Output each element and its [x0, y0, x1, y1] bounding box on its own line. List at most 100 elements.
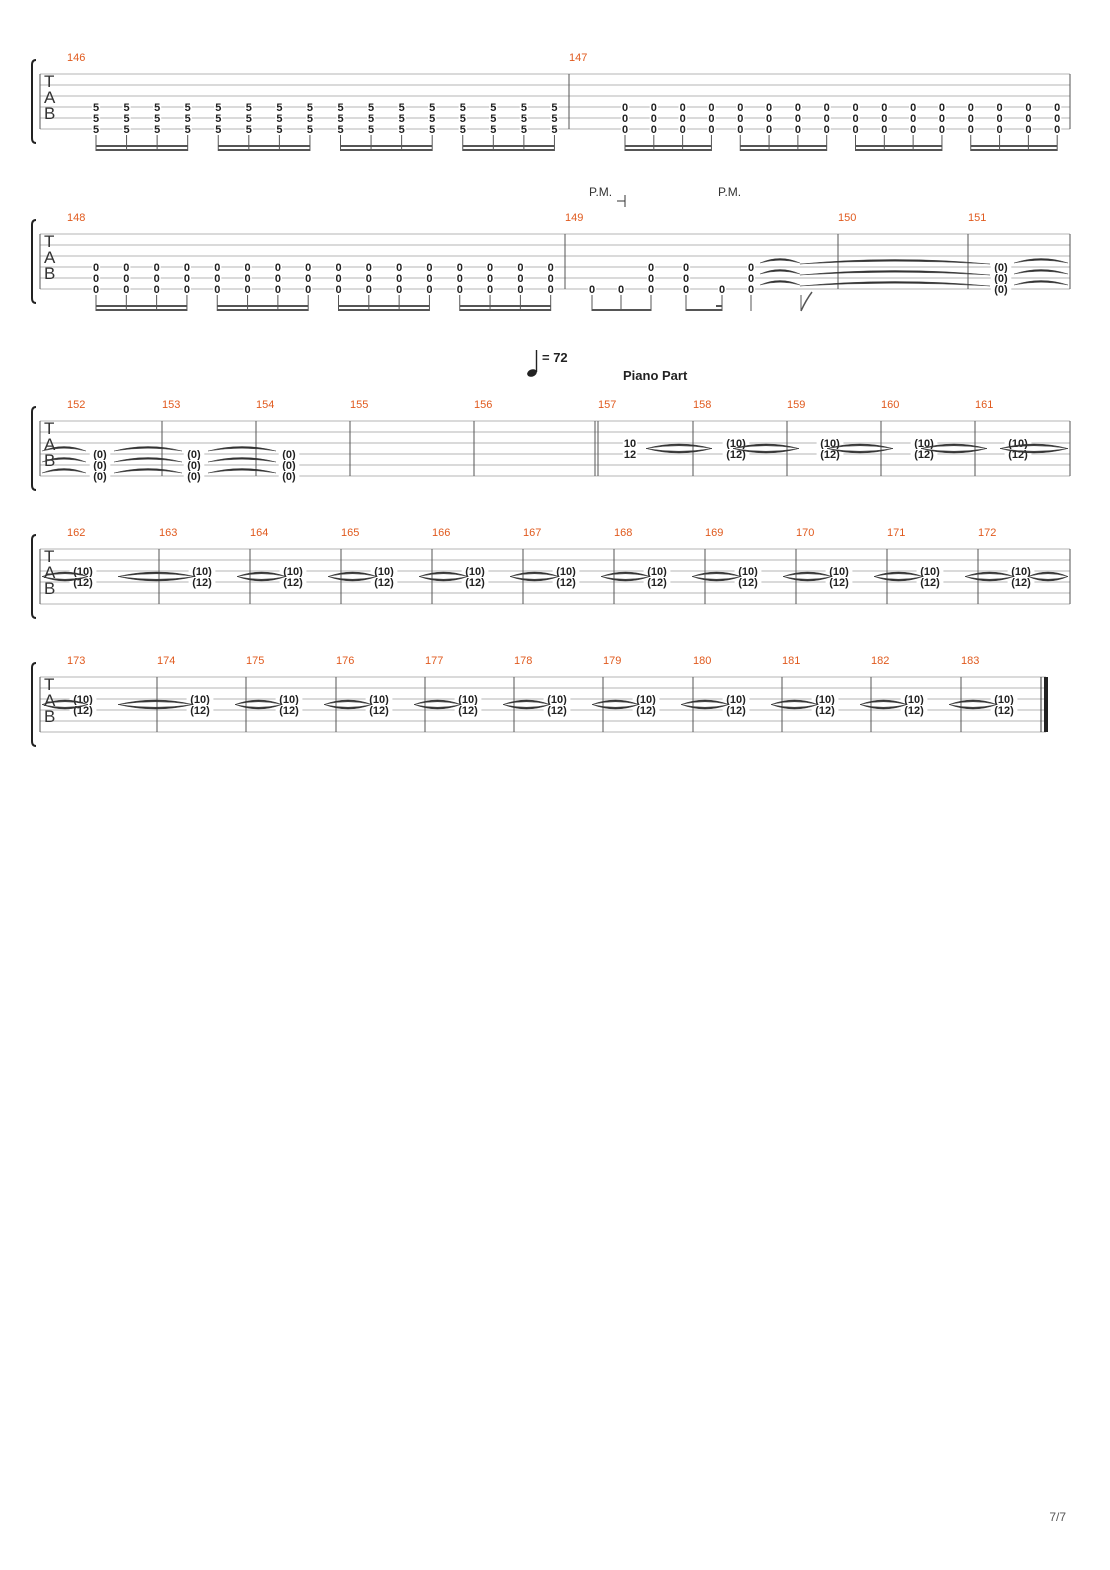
tab-clef-letter: T [44, 232, 54, 251]
beam [96, 149, 188, 151]
fret-bg [188, 577, 216, 587]
palm-mute-label: P.M. [589, 185, 612, 199]
fret-bg [489, 124, 498, 134]
fret-bg [909, 102, 918, 112]
fret-bg [793, 113, 802, 123]
tie-arc [113, 457, 183, 463]
fret-number: 0 [968, 113, 974, 125]
fret-number: 5 [551, 113, 557, 125]
fret-number: (12) [190, 705, 210, 717]
system-bracket [31, 59, 37, 144]
fret-bg [279, 577, 307, 587]
tie-arc [859, 704, 908, 710]
fret-bg [278, 460, 300, 470]
fret-bg [822, 113, 831, 123]
fret-number: 0 [154, 284, 160, 296]
tie-arc [680, 699, 730, 705]
fret-number: 0 [426, 273, 432, 285]
fret-number: 0 [680, 113, 686, 125]
fret-number: 0 [737, 113, 743, 125]
fret-bg [516, 273, 525, 283]
tie-arc [600, 576, 651, 582]
fret-bg [152, 262, 161, 272]
fret-number: 0 [154, 262, 160, 274]
fret-bg [822, 102, 831, 112]
fret-bg [278, 449, 300, 459]
fret-number: 0 [245, 284, 251, 296]
fret-number: (12) [556, 577, 576, 589]
fret-number: (12) [547, 705, 567, 717]
tie-arc [645, 443, 713, 449]
fret-bg [1024, 124, 1033, 134]
tab-clef-letter: B [44, 264, 55, 283]
tab-clef-letter: A [44, 88, 56, 107]
fret-bg [746, 262, 756, 272]
fret-number: 5 [490, 102, 496, 114]
fret-bg [273, 273, 282, 283]
fret-number: 0 [366, 262, 372, 274]
measure-number: 161 [975, 399, 993, 411]
fret-bg [1007, 577, 1035, 587]
measure-number: 169 [705, 527, 723, 539]
fret-bg [364, 273, 373, 283]
measure-number: 153 [162, 399, 180, 411]
fret-number: 0 [517, 284, 523, 296]
fret-number: 5 [185, 113, 191, 125]
fret-bg [366, 113, 376, 123]
fret-bg [122, 113, 131, 123]
fret-bg [213, 262, 222, 272]
beam [217, 305, 309, 307]
fret-bg [336, 102, 345, 112]
measure-number: 176 [336, 655, 354, 667]
fret-number: (0) [994, 284, 1008, 296]
fret-number: 0 [305, 262, 311, 274]
fret-bg [69, 566, 97, 576]
fret-bg [364, 262, 373, 272]
tie-arc [600, 571, 651, 577]
fret-number: 0 [123, 273, 129, 285]
fret-number: 0 [548, 262, 554, 274]
fret-bg [69, 694, 97, 704]
fret-number: 5 [93, 124, 99, 136]
fret-bg [546, 273, 555, 283]
fret-number: (0) [93, 471, 107, 483]
fret-bg [543, 694, 571, 704]
fret-bg [278, 471, 300, 481]
fret-number: 0 [997, 102, 1003, 114]
beam [96, 309, 187, 311]
fret-number: 0 [396, 262, 402, 274]
fret-bg [546, 284, 555, 294]
quarter-note-icon [527, 369, 537, 377]
fret-number: 5 [93, 113, 99, 125]
fret-number: 0 [123, 284, 129, 296]
fret-number: 0 [335, 273, 341, 285]
fret-number: 5 [337, 102, 343, 114]
fret-bg [183, 124, 192, 134]
beam [686, 309, 722, 311]
fret-number: 5 [307, 102, 313, 114]
fret-bg [183, 113, 192, 123]
fret-number: 0 [881, 102, 887, 114]
fret-bg [91, 124, 101, 134]
fret-number: 0 [683, 284, 689, 296]
fret-bg [304, 284, 313, 294]
fret-number: (10) [994, 694, 1014, 706]
fret-bg [182, 284, 192, 294]
tab-clef-letter: T [44, 419, 54, 438]
fret-number: 0 [396, 284, 402, 296]
fret-bg [995, 113, 1004, 123]
fret-bg [622, 438, 638, 448]
fret-number: 5 [276, 102, 282, 114]
fret-number: (12) [738, 577, 758, 589]
beam [855, 145, 942, 147]
fret-bg [214, 124, 223, 134]
fret-number: (10) [904, 694, 924, 706]
fret-bg [646, 262, 656, 272]
fret-number: 5 [399, 124, 405, 136]
tie-arc [964, 571, 1015, 577]
measure-number: 155 [350, 399, 368, 411]
fret-number: (12) [914, 449, 934, 461]
tie-arc [502, 699, 551, 705]
fret-number: 0 [881, 113, 887, 125]
fret-bg [305, 124, 315, 134]
